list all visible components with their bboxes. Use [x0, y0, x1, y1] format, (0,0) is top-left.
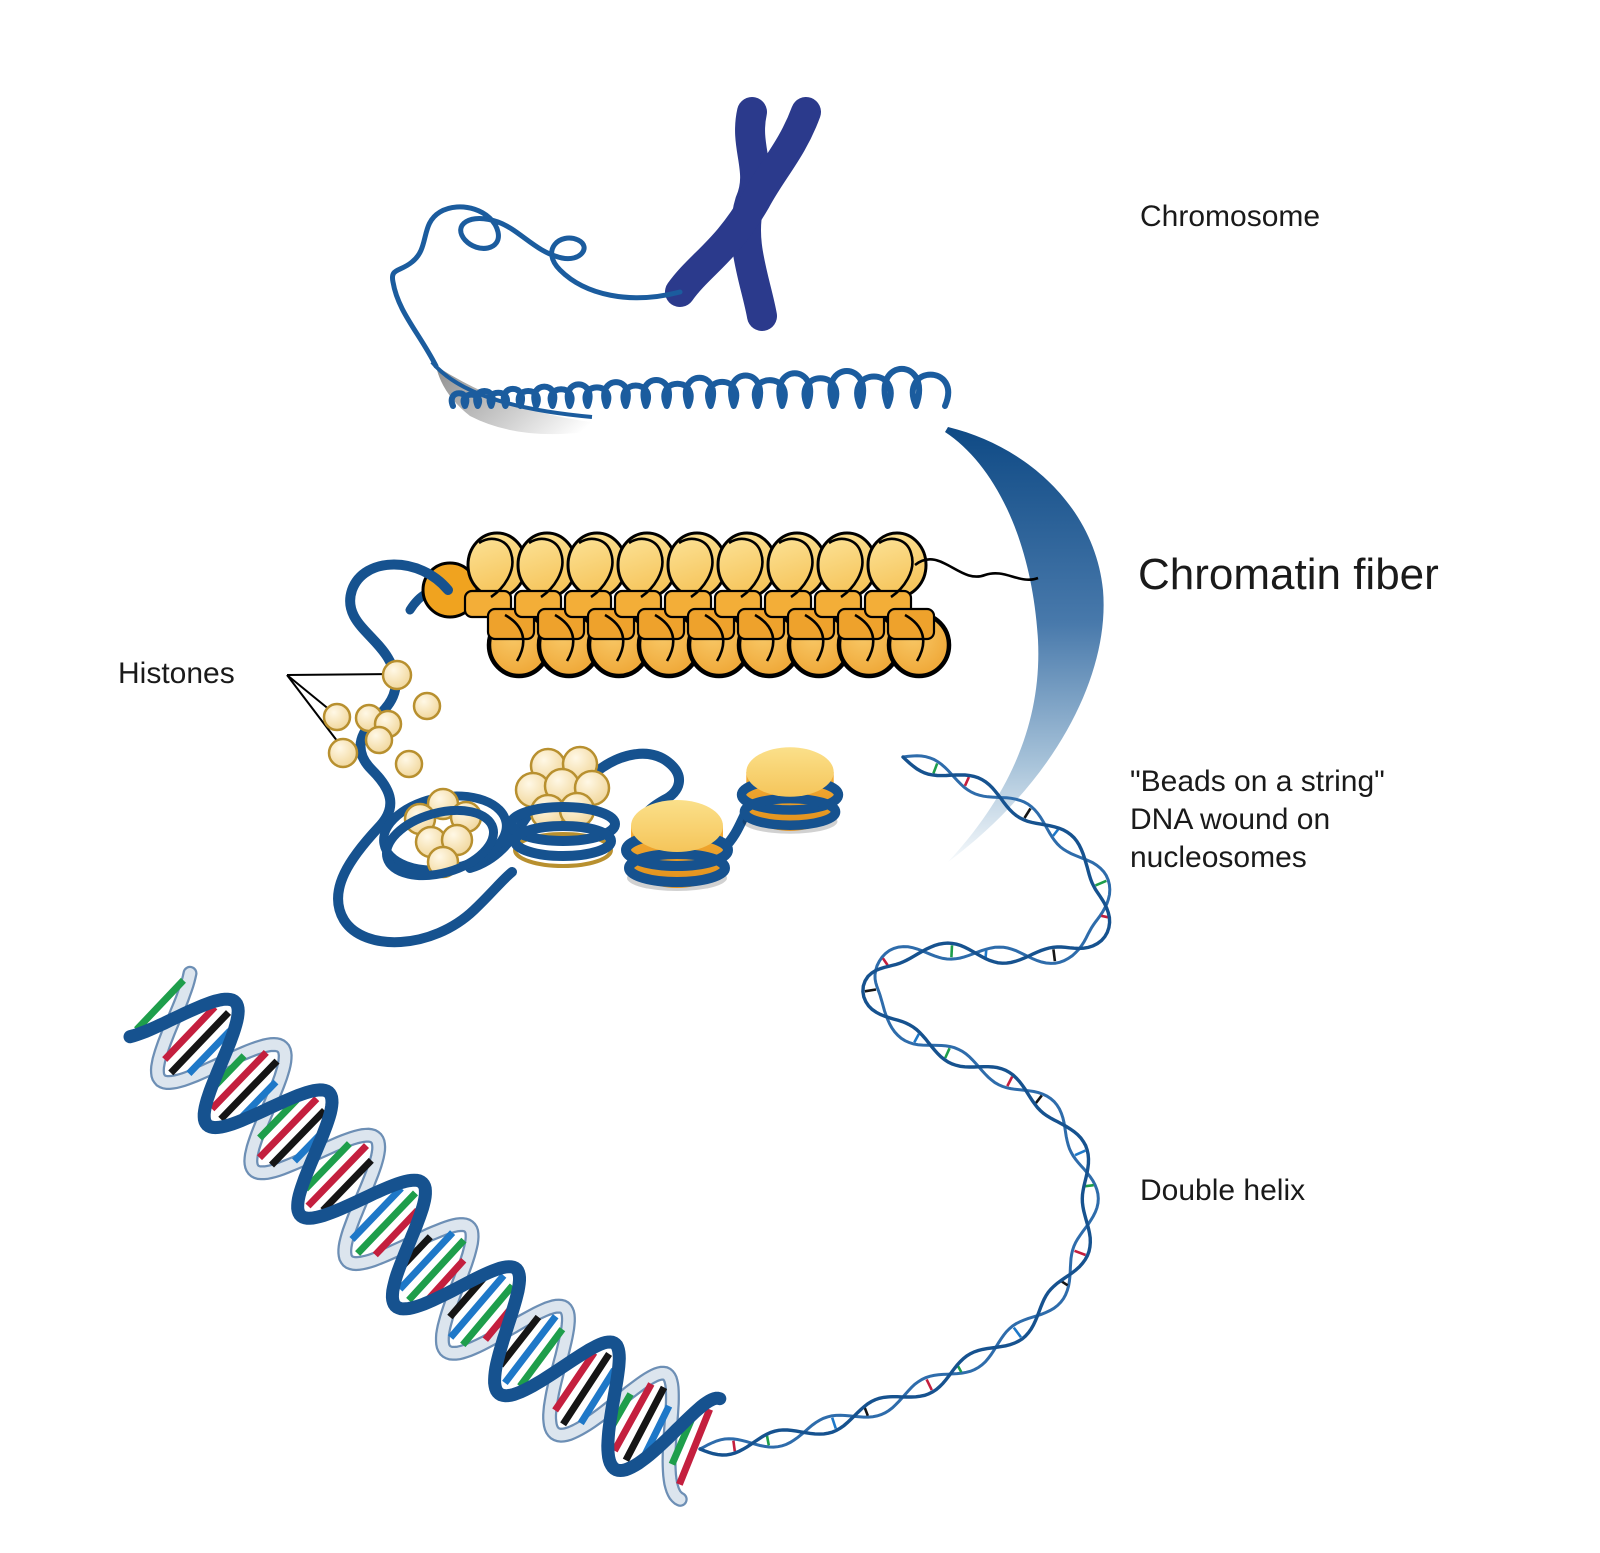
- label-chromosome: Chromosome: [1140, 200, 1321, 233]
- zigzag-chromatin-graphic: [448, 366, 952, 409]
- label-chromatin-fiber: Chromatin fiber: [1138, 550, 1439, 599]
- chromatin-fiber-graphic: [405, 533, 1039, 676]
- label-beads-line1: "Beads on a string": [1130, 765, 1385, 798]
- label-beads-line3: nucleosomes: [1130, 841, 1307, 874]
- label-beads-line2: DNA wound on: [1130, 803, 1331, 836]
- condensing-swoosh-graphic: [945, 427, 1104, 862]
- condensed-loop-wedge-graphic: [436, 366, 625, 435]
- label-histones: Histones: [118, 657, 235, 690]
- double-helix-graphic: [123, 965, 727, 1507]
- thin-dna-strand-graphic: [698, 754, 1112, 1457]
- nucleosome-1-graphic: [379, 787, 511, 881]
- nucleosome-3-graphic: [621, 800, 733, 891]
- label-double-helix: Double helix: [1140, 1174, 1306, 1207]
- chromosome-graphic: [389, 97, 821, 419]
- histone-cluster-graphic: [322, 659, 442, 779]
- nucleosome-2-graphic: [506, 745, 620, 868]
- nucleosome-4-graphic: [736, 747, 844, 834]
